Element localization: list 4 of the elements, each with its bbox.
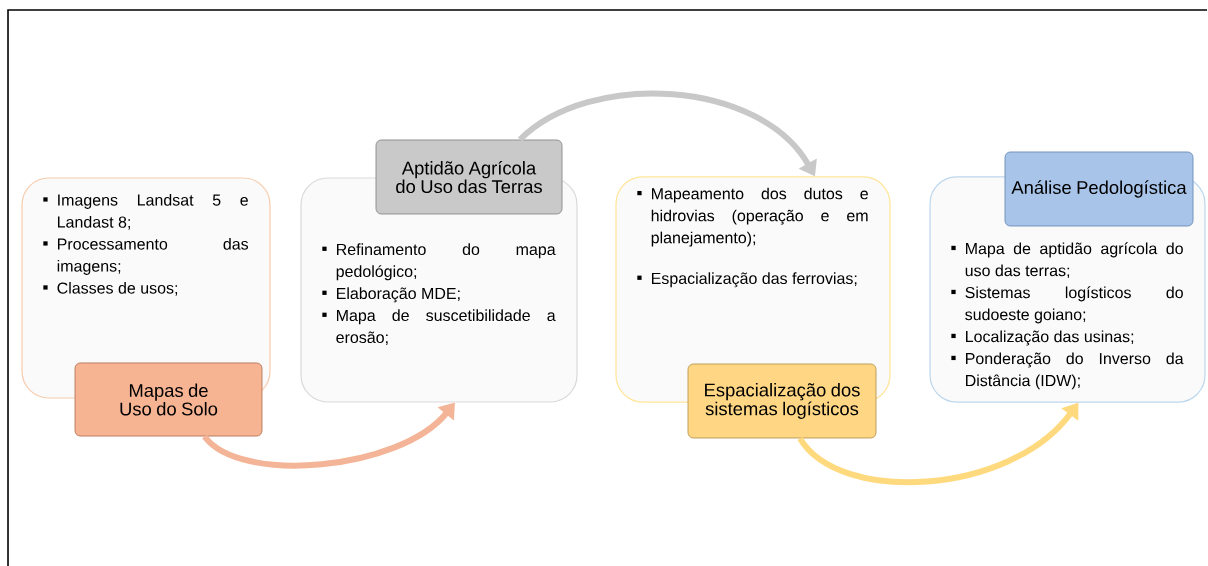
step-title-box: Espacialização dos sistemas logísticos [687,363,877,439]
step-title-box: Análise Pedologística [1004,151,1194,227]
step-title-box: Mapas de Uso do Solo [74,362,263,437]
step-title-box: Aptidão Agrícola do Uso das Terras [375,139,563,215]
